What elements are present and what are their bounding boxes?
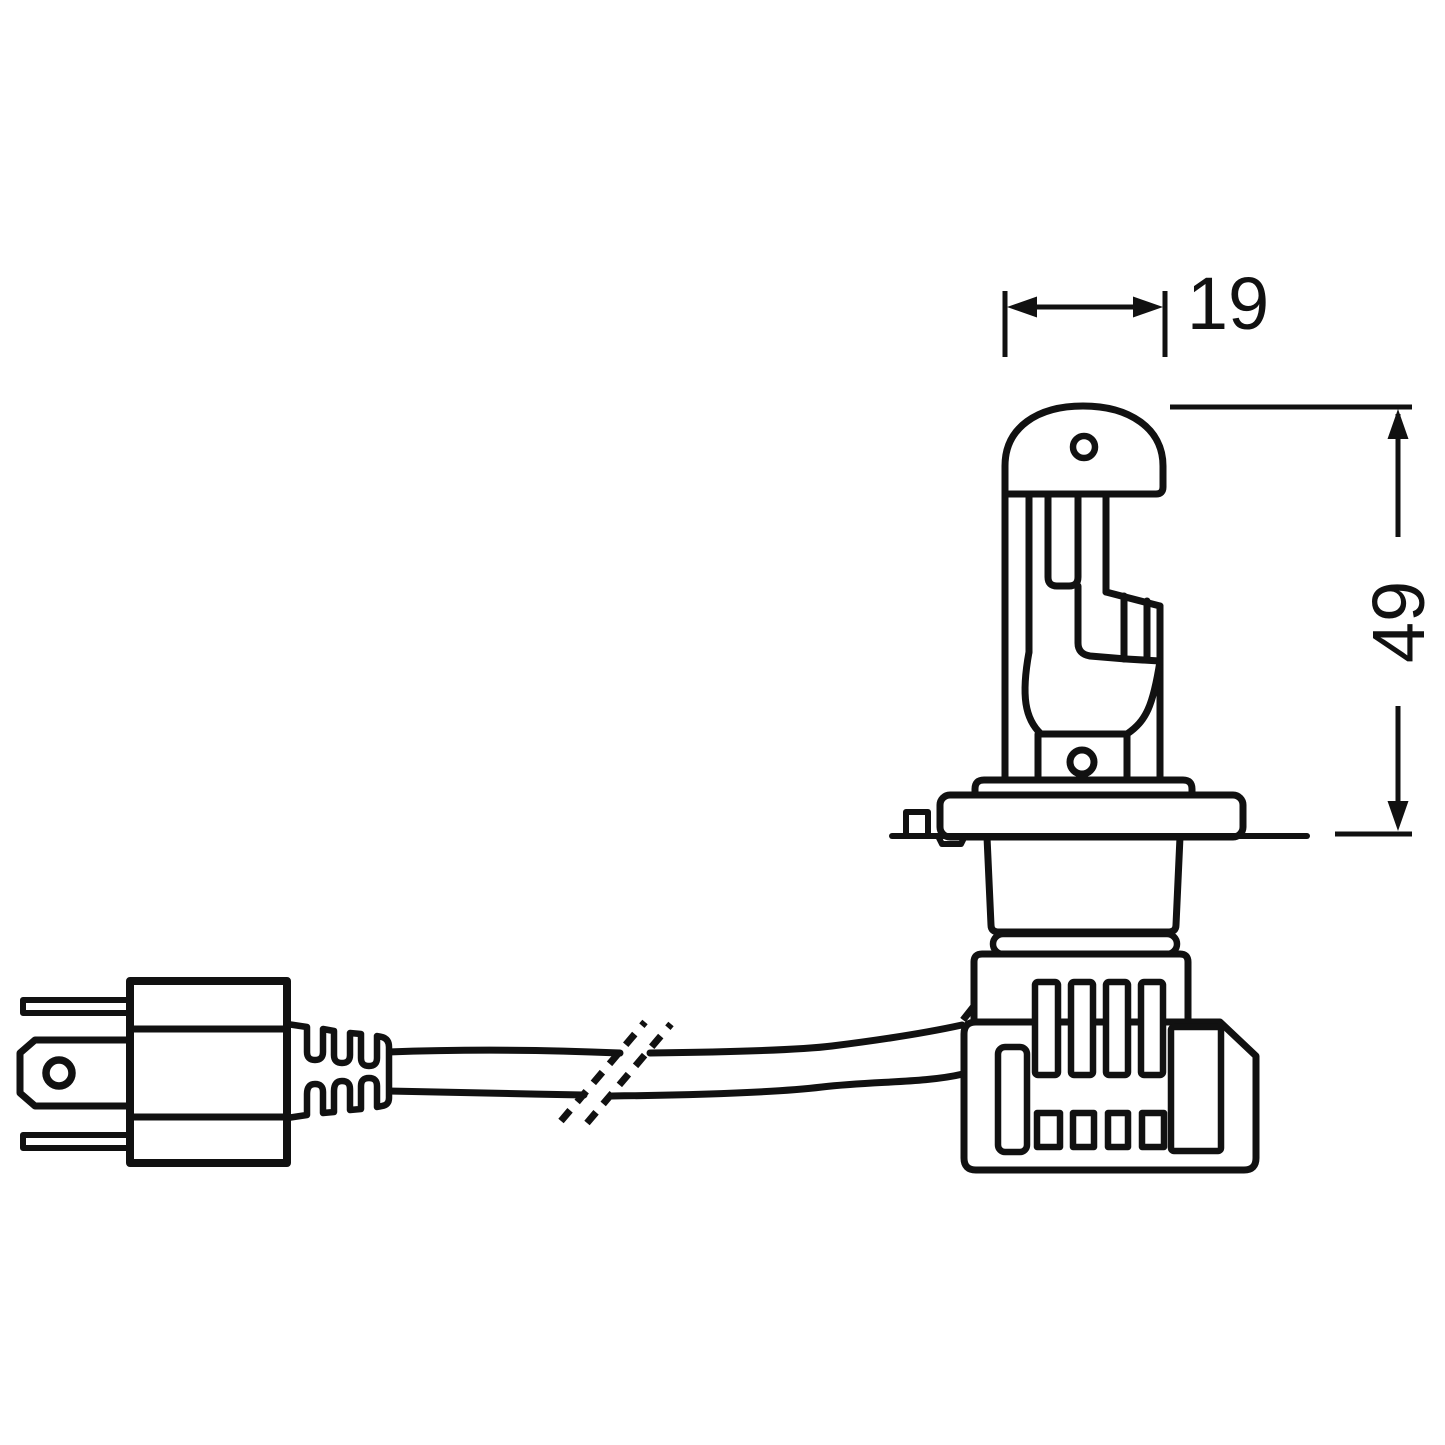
lens-wedge-top bbox=[1102, 588, 1164, 610]
led-window bbox=[1044, 490, 1082, 590]
base-flange bbox=[936, 791, 1247, 841]
bowl-arc-left bbox=[1021, 648, 1045, 738]
heatsink-vent bbox=[1104, 1109, 1132, 1151]
bulb-body bbox=[889, 402, 1310, 958]
heatsink-fin bbox=[1031, 978, 1062, 1079]
dome-hole bbox=[1069, 432, 1099, 462]
flange-index-tab bbox=[903, 809, 931, 839]
heatsink-vent bbox=[1138, 1109, 1168, 1151]
arrow-left-icon bbox=[1007, 296, 1037, 318]
connector-pin-top bbox=[20, 997, 133, 1016]
break-dash-line-2 bbox=[584, 1021, 674, 1126]
cable-top-left-segment bbox=[384, 1046, 624, 1057]
arrow-down-icon bbox=[1387, 801, 1409, 831]
cable bbox=[384, 1019, 967, 1126]
connector-strain-relief bbox=[283, 1020, 393, 1122]
heatsink-fin bbox=[1067, 978, 1097, 1079]
heatsink-vent bbox=[1033, 1109, 1064, 1151]
cable-top-right-segment bbox=[646, 1021, 966, 1057]
dimension-height-label: 49 bbox=[1357, 581, 1440, 663]
dimension-width: 19 bbox=[1002, 262, 1269, 357]
flange-notch bbox=[935, 833, 968, 847]
heatsink-left-step bbox=[960, 1003, 977, 1023]
heatsink-fin bbox=[1102, 978, 1132, 1079]
connector-blade-hole bbox=[42, 1056, 76, 1090]
connector-body bbox=[126, 977, 291, 1167]
dimension-height: 49 bbox=[1170, 404, 1440, 837]
cable-bottom-right-segment bbox=[608, 1070, 967, 1100]
connector-pin-bottom bbox=[20, 1132, 133, 1151]
arrow-right-icon bbox=[1133, 296, 1163, 318]
bowl-arc-right bbox=[1123, 657, 1164, 738]
heatsink-bottom-vents bbox=[1033, 1109, 1168, 1151]
arrow-up-icon bbox=[1387, 409, 1409, 439]
lens-wedge-bottom bbox=[1122, 655, 1164, 665]
heatsink-slot-right bbox=[1167, 1023, 1225, 1155]
heat-sink bbox=[960, 950, 1260, 1174]
led-window-lower-edge bbox=[1074, 582, 1130, 663]
heatsink-fins bbox=[1031, 978, 1167, 1079]
lower-block-hole bbox=[1066, 746, 1098, 778]
base-neck bbox=[983, 833, 1184, 936]
heatsink-fin bbox=[1137, 978, 1167, 1079]
dimension-width-label: 19 bbox=[1187, 262, 1269, 345]
cable-break-symbol bbox=[558, 1019, 674, 1126]
heatsink-slot-left bbox=[994, 1043, 1031, 1156]
break-dash-line-1 bbox=[558, 1019, 648, 1124]
h4-connector bbox=[16, 977, 393, 1167]
cable-bottom-left-segment bbox=[384, 1087, 588, 1099]
heatsink-vent bbox=[1069, 1109, 1098, 1151]
